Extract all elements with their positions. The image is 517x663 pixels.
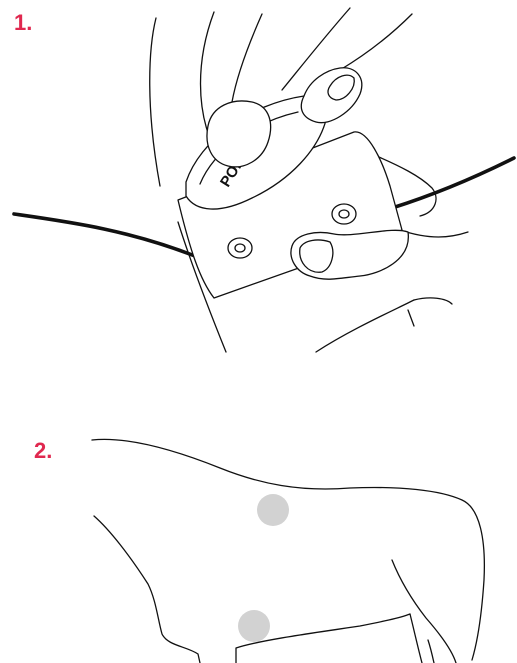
snap-connector-right — [332, 204, 356, 224]
middle-finger-outline — [232, 14, 262, 102]
horse-hind-leg-outline — [410, 614, 422, 663]
electrode-position-upper — [257, 494, 289, 526]
step-2-illustration — [92, 439, 484, 663]
right-cable — [392, 158, 514, 208]
palm-fold-line — [400, 230, 468, 237]
knuckle-line-1 — [414, 298, 452, 304]
pinky-finger-outline — [340, 14, 412, 70]
horse-stifle-outline — [392, 560, 456, 663]
horse-chest-outline — [94, 516, 200, 663]
snap-connector-left — [228, 238, 252, 258]
supporting-thumb — [291, 230, 408, 279]
electrode-position-lower — [238, 610, 270, 642]
knuckle-line-2 — [408, 310, 414, 326]
horse-leg-crease — [428, 640, 434, 663]
step-1-illustration: POL — [14, 8, 514, 352]
fingertip-pad — [301, 68, 361, 123]
lower-arm-outline — [316, 300, 414, 352]
horse-back-outline — [92, 439, 484, 660]
upper-hand-outline — [150, 18, 160, 186]
left-cable — [14, 214, 200, 258]
